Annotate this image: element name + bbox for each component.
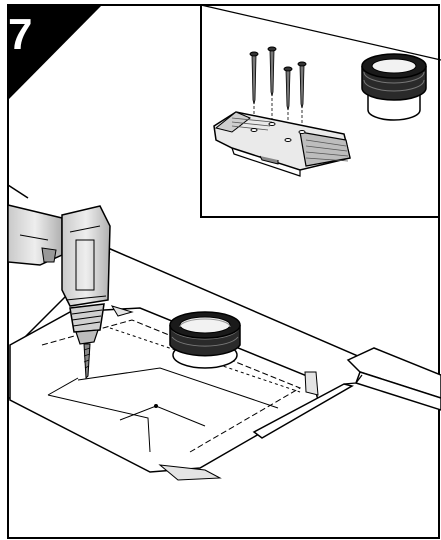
straight-edge [252, 347, 441, 439]
ring-collar-inset [361, 53, 427, 121]
screw-4 [297, 61, 307, 130]
ring-collar-main [169, 311, 241, 369]
step-badge [8, 5, 102, 100]
power-drill [7, 204, 111, 380]
paper-template [9, 305, 319, 481]
step-number: 7 [8, 10, 33, 59]
screw-2 [267, 46, 277, 122]
mounting-bracket [213, 111, 351, 177]
